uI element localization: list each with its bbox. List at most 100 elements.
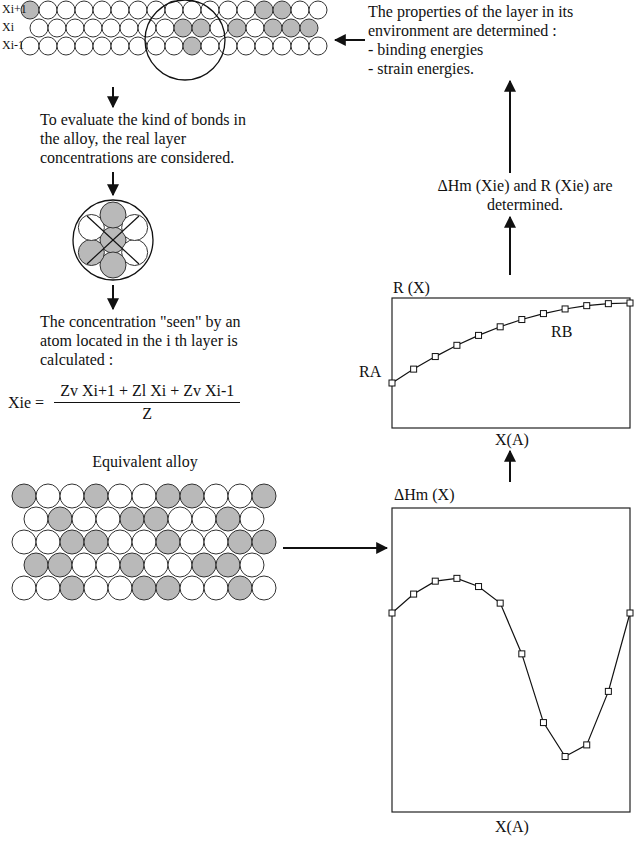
data-marker [497,324,503,330]
atom-a [57,1,75,19]
layer-label: Xi-1 [2,38,24,52]
data-marker [584,303,590,309]
radius-chart: R (X)RARBX(A) [355,278,630,448]
flow-arrow [112,285,114,309]
atom-b [228,576,252,600]
label-holder: X(A) [495,430,529,449]
atom-b [84,530,108,554]
atom-a [201,37,219,55]
axis-label: ΔHm (X) [394,485,455,504]
atom-a [75,1,93,19]
atom-b [84,484,108,508]
atom-a [75,37,93,55]
atom-b [60,576,84,600]
atom-b [156,484,180,508]
atom-a [48,19,66,37]
atom-a [129,37,147,55]
data-marker [605,301,611,307]
atom-a [246,19,264,37]
label-holder: Xi [2,20,14,34]
label-holder: R (X) [393,278,430,297]
atom-b [228,530,252,554]
atom-a [237,1,255,19]
atom-b [264,19,282,37]
data-marker [476,584,482,590]
atom-a [255,37,273,55]
data-marker [476,332,482,338]
atom-a [60,484,84,508]
data-curve [392,578,630,756]
data-marker [584,742,590,748]
atom-a [84,576,108,600]
atom-b [144,507,168,531]
atom-a [147,1,165,19]
atom-b [273,1,291,19]
atom-a [30,19,48,37]
label-holder: Xi+1 [2,2,27,16]
bond-text: To evaluate the kind of bonds in the all… [40,110,255,282]
atom-a [72,507,96,531]
layer-label: Xi+1 [2,2,27,16]
body-text: Equivalent alloy [10,452,280,471]
atom-b [48,553,72,577]
atom-a [291,37,309,55]
data-curve [392,303,630,383]
atom-a [96,553,120,577]
atom-b [156,530,180,554]
atom-a [39,1,57,19]
determined-text: ΔHm (Xie) and R (Xie) are determined. [425,176,625,214]
concentration-text: The concentration "seen" by an atom loca… [8,312,298,423]
atom-a [240,507,264,531]
atom-b [192,19,210,37]
data-marker [454,342,460,348]
data-marker [497,600,503,606]
atom-a [39,37,57,55]
flow-arrow [112,172,114,195]
atom-a [273,37,291,55]
atom-a [180,576,204,600]
atom-a [111,1,129,19]
atom-a [144,553,168,577]
atom-b [120,507,144,531]
atom-a [57,37,75,55]
data-marker [454,575,460,581]
layer-stack: Xi+1XiXi-1 [0,0,332,84]
atom-a [192,507,216,531]
data-marker [562,306,568,312]
body-text: The concentration "seen" by an atom loca… [40,312,270,369]
atom-b [216,553,240,577]
atom-a [111,37,129,55]
atom-a [228,484,252,508]
data-marker [540,311,546,317]
result-text: The properties of the layer in its envir… [368,2,583,78]
atom-b [12,484,36,508]
neighbour-circle [73,200,153,280]
atom-a [237,37,255,55]
axis-label: RB [551,322,572,341]
atom-a [36,530,60,554]
atom-b [300,19,318,37]
axis-label: X(A) [495,430,529,449]
data-marker [627,610,633,616]
atom-b [120,553,144,577]
atom-a [147,37,165,55]
label-holder: RB [551,322,572,341]
atom-b [78,240,104,266]
atom-a [93,1,111,19]
body-text: The properties of the layer in its envir… [368,2,583,40]
enthalpy-chart: ΔHm (X)X(A) [390,485,630,837]
atom-b [183,37,201,55]
atom-a [291,1,309,19]
atom-b [174,19,192,37]
flow-arrow [335,39,365,41]
atom-b [216,507,240,531]
equivalent-alloy: Equivalent alloy [10,452,280,602]
atom-a [24,507,48,531]
formula-numerator: Zv Xi+1 + Zl Xi + Zv Xi-1 [54,381,240,403]
atom-a [168,553,192,577]
label-holder: Xi-1 [2,38,24,52]
atom-a [204,530,228,554]
atom-a [309,37,327,55]
